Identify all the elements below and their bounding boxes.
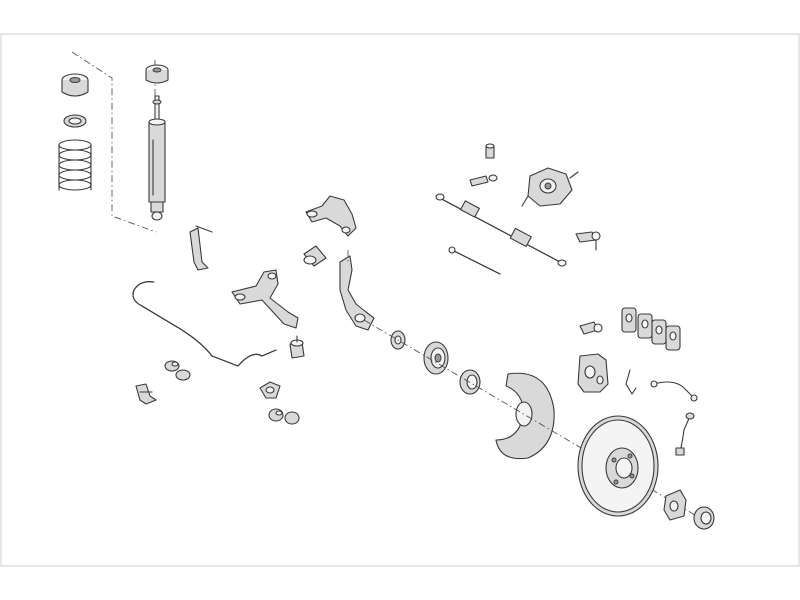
stabilizer-bar (132, 281, 277, 367)
hub-nut (693, 506, 715, 530)
strut-assembly-guides (71, 51, 157, 233)
brake-disc (577, 415, 659, 517)
steering-damper (448, 246, 501, 275)
diagram-frame (0, 33, 800, 567)
coil-spring (58, 139, 92, 191)
control-arm-bushing (303, 245, 327, 267)
brake-dust-shield (495, 372, 555, 460)
caliper-guide-pin (579, 321, 603, 335)
pad-retaining-spring (625, 369, 637, 395)
steering-knuckle (339, 250, 375, 331)
brake-hose (650, 380, 698, 402)
tie-rod-end (575, 231, 601, 251)
shock-absorber (148, 95, 166, 221)
upper-control-arm (305, 195, 357, 237)
sway-bar-link-bracket (189, 225, 213, 271)
rubber-mounts (268, 408, 300, 425)
brake-pads (621, 307, 681, 351)
lower-control-arm (231, 269, 299, 329)
wheel-bearing (459, 369, 481, 395)
bushing-clamp (259, 381, 281, 399)
power-steering-pump (521, 167, 579, 207)
strut-top-mount (61, 64, 169, 97)
tie-rod-pins (469, 143, 498, 187)
stabilizer-bushings (164, 360, 191, 381)
wear-sensor (675, 412, 695, 456)
stabilizer-clamp (135, 383, 157, 405)
ball-joint (289, 335, 305, 359)
strut-bearing (63, 114, 87, 128)
brake-caliper (577, 353, 609, 393)
steering-rack (435, 193, 567, 267)
hub-cap-bracket (663, 489, 687, 521)
